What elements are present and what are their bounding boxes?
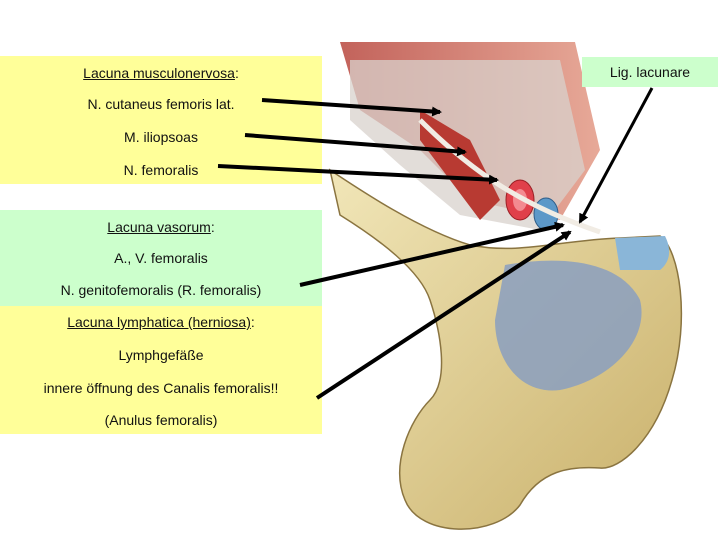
vasorum-heading: Lacuna vasorum: <box>0 218 322 236</box>
label-anulus-femoralis: (Anulus femoralis) <box>104 412 218 428</box>
panel-musculonervosa <box>0 56 322 184</box>
lig-lacunare-label: Lig. lacunare <box>582 57 718 87</box>
lymphatica-heading-text: Lacuna lymphatica (herniosa) <box>67 314 251 330</box>
lymphatica-heading-colon: : <box>250 314 255 330</box>
label-n-genitofemoralis: N. genitofemoralis (R. femoralis) <box>60 282 262 298</box>
musculonervosa-heading: Lacuna musculonervosa: <box>0 64 322 82</box>
vasorum-heading-colon: : <box>210 219 215 235</box>
arrow-lymphatica <box>315 230 572 400</box>
arrow-n-femoralis <box>217 164 499 185</box>
lymphatica-heading: Lacuna lymphatica (herniosa): <box>0 313 322 331</box>
panel-lymphatica <box>0 306 322 434</box>
label-m-iliopsoas: M. iliopsoas <box>124 129 198 145</box>
panel-vasorum <box>0 210 322 306</box>
arrow-m-iliopsoas <box>244 133 467 157</box>
pubic-symphysis <box>615 236 670 270</box>
label-lymphgefaesse: Lymphgefäße <box>118 347 204 363</box>
musculonervosa-heading-text: Lacuna musculonervosa <box>83 65 235 81</box>
obturator-membrane <box>495 260 642 391</box>
label-n-cutaneus: N. cutaneus femoris lat. <box>87 96 235 112</box>
musculonervosa-heading-colon: : <box>234 65 239 81</box>
label-canalis-femoralis: innere öffnung des Canalis femoralis!! <box>43 380 279 396</box>
label-a-v-femoralis: A., V. femoralis <box>114 250 208 266</box>
vasorum-heading-text: Lacuna vasorum <box>107 219 211 235</box>
label-n-femoralis: N. femoralis <box>123 162 199 178</box>
arrow-n-cutaneus <box>261 98 442 117</box>
arrow-vasorum <box>299 221 565 287</box>
arrow-lig-lacunare <box>578 87 654 224</box>
